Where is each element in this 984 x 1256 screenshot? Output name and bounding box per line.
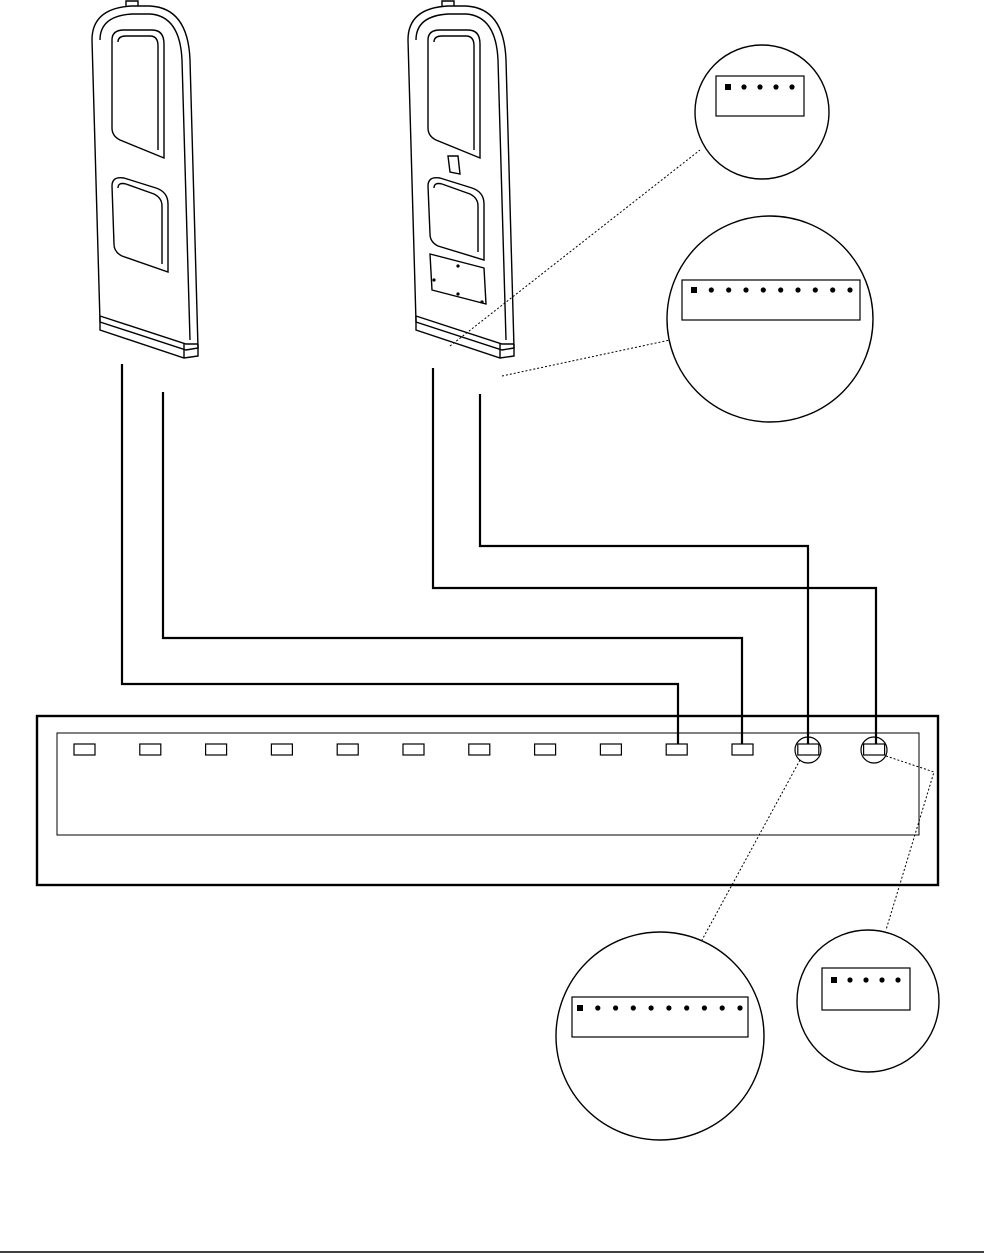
pins-unit-large-connector	[577, 1005, 743, 1011]
cable-right-inner	[480, 394, 808, 744]
cable-right-outer	[433, 368, 876, 744]
connector-slot-1	[74, 744, 95, 755]
connector-slot-2	[140, 744, 161, 755]
control-unit-inner	[57, 733, 919, 835]
pins-ant-small-pin-3	[757, 84, 762, 89]
leader-antenna-large	[502, 340, 670, 376]
connector-slots	[74, 744, 885, 755]
connector-slot-5	[337, 744, 358, 755]
pins-antenna-large-connector	[691, 287, 853, 293]
pins-unit-large-pin-5	[649, 1005, 654, 1010]
pins-unit-large-pin-3	[613, 1005, 618, 1010]
pins-unit-small-pin-5	[895, 977, 900, 982]
leader-antenna-small	[450, 150, 700, 346]
connector-slot-10	[666, 744, 687, 755]
pins-unit-large-pin-2	[595, 1005, 600, 1010]
leader-unit-small	[886, 756, 934, 930]
connector-slot-6	[403, 744, 424, 755]
pins-unit-small-pin-1	[831, 977, 837, 983]
pins-ant-large-pin-3	[726, 287, 731, 292]
pins-ant-large-pin-6	[778, 287, 783, 292]
pins-unit-large-pin-8	[702, 1005, 707, 1010]
connector-slot-9	[600, 744, 621, 755]
control-box-screws	[432, 264, 483, 303]
connector-slot-11	[732, 744, 753, 755]
pins-unit-small-pin-3	[863, 977, 868, 982]
pins-ant-small-pin-4	[773, 84, 778, 89]
control-unit-outer	[37, 716, 938, 885]
pins-ant-large-pin-9	[830, 287, 835, 292]
pins-unit-large-pin-1	[577, 1005, 583, 1011]
pins-ant-large-pin-4	[743, 287, 748, 292]
antenna-panel-right	[408, 1, 514, 358]
connector-slot-7	[469, 744, 490, 755]
slot-13-highlight-circle	[861, 737, 887, 763]
detail-circle-antenna-small	[695, 45, 829, 179]
antenna-panel-left	[92, 1, 198, 358]
detail-circle-unit-large	[556, 932, 764, 1140]
leader-unit-large	[702, 760, 800, 940]
pins-unit-large-pin-6	[666, 1005, 671, 1010]
connector-slot-13	[864, 744, 885, 755]
connector-slot-12	[798, 744, 819, 755]
connector-slot-4	[271, 744, 292, 755]
pins-ant-large-pin-2	[709, 287, 714, 292]
connector-slot-8	[535, 744, 556, 755]
pins-ant-large-pin-1	[691, 287, 697, 293]
pins-ant-small-pin-2	[741, 84, 746, 89]
pins-unit-small-pin-2	[847, 977, 852, 982]
pins-ant-small-pin-1	[725, 84, 731, 90]
pins-unit-small-pin-4	[879, 977, 884, 982]
detail-circle-unit-small	[797, 930, 939, 1072]
pins-unit-small-connector	[831, 977, 901, 983]
pins-unit-large-pin-9	[720, 1005, 725, 1010]
pins-unit-large-pin-10	[737, 1005, 742, 1010]
pins-ant-large-pin-7	[795, 287, 800, 292]
pins-unit-large-pin-7	[684, 1005, 689, 1010]
connector-slot-3	[206, 744, 227, 755]
pins-unit-large-pin-4	[631, 1005, 636, 1010]
pins-ant-large-pin-5	[761, 287, 766, 292]
pins-ant-small-pin-5	[789, 84, 794, 89]
pins-ant-large-pin-10	[847, 287, 852, 292]
cable-left-inner	[163, 392, 742, 744]
pins-ant-large-pin-8	[813, 287, 818, 292]
cable-left-outer	[122, 364, 678, 744]
pins-antenna-small-connector	[725, 84, 795, 90]
detail-circle-antenna-large	[667, 216, 873, 422]
